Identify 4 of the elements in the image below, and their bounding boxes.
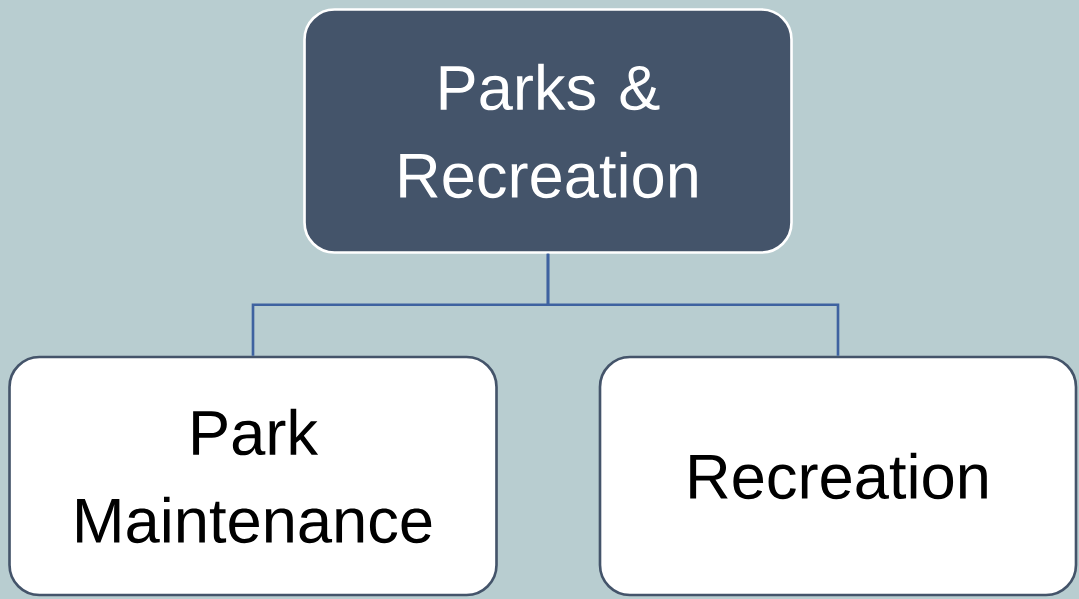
connector-line xyxy=(546,253,840,356)
org-box: Parks & Recreation xyxy=(303,8,793,254)
org-box: Park Maintenance xyxy=(8,355,498,597)
org-box: Recreation xyxy=(598,355,1078,597)
